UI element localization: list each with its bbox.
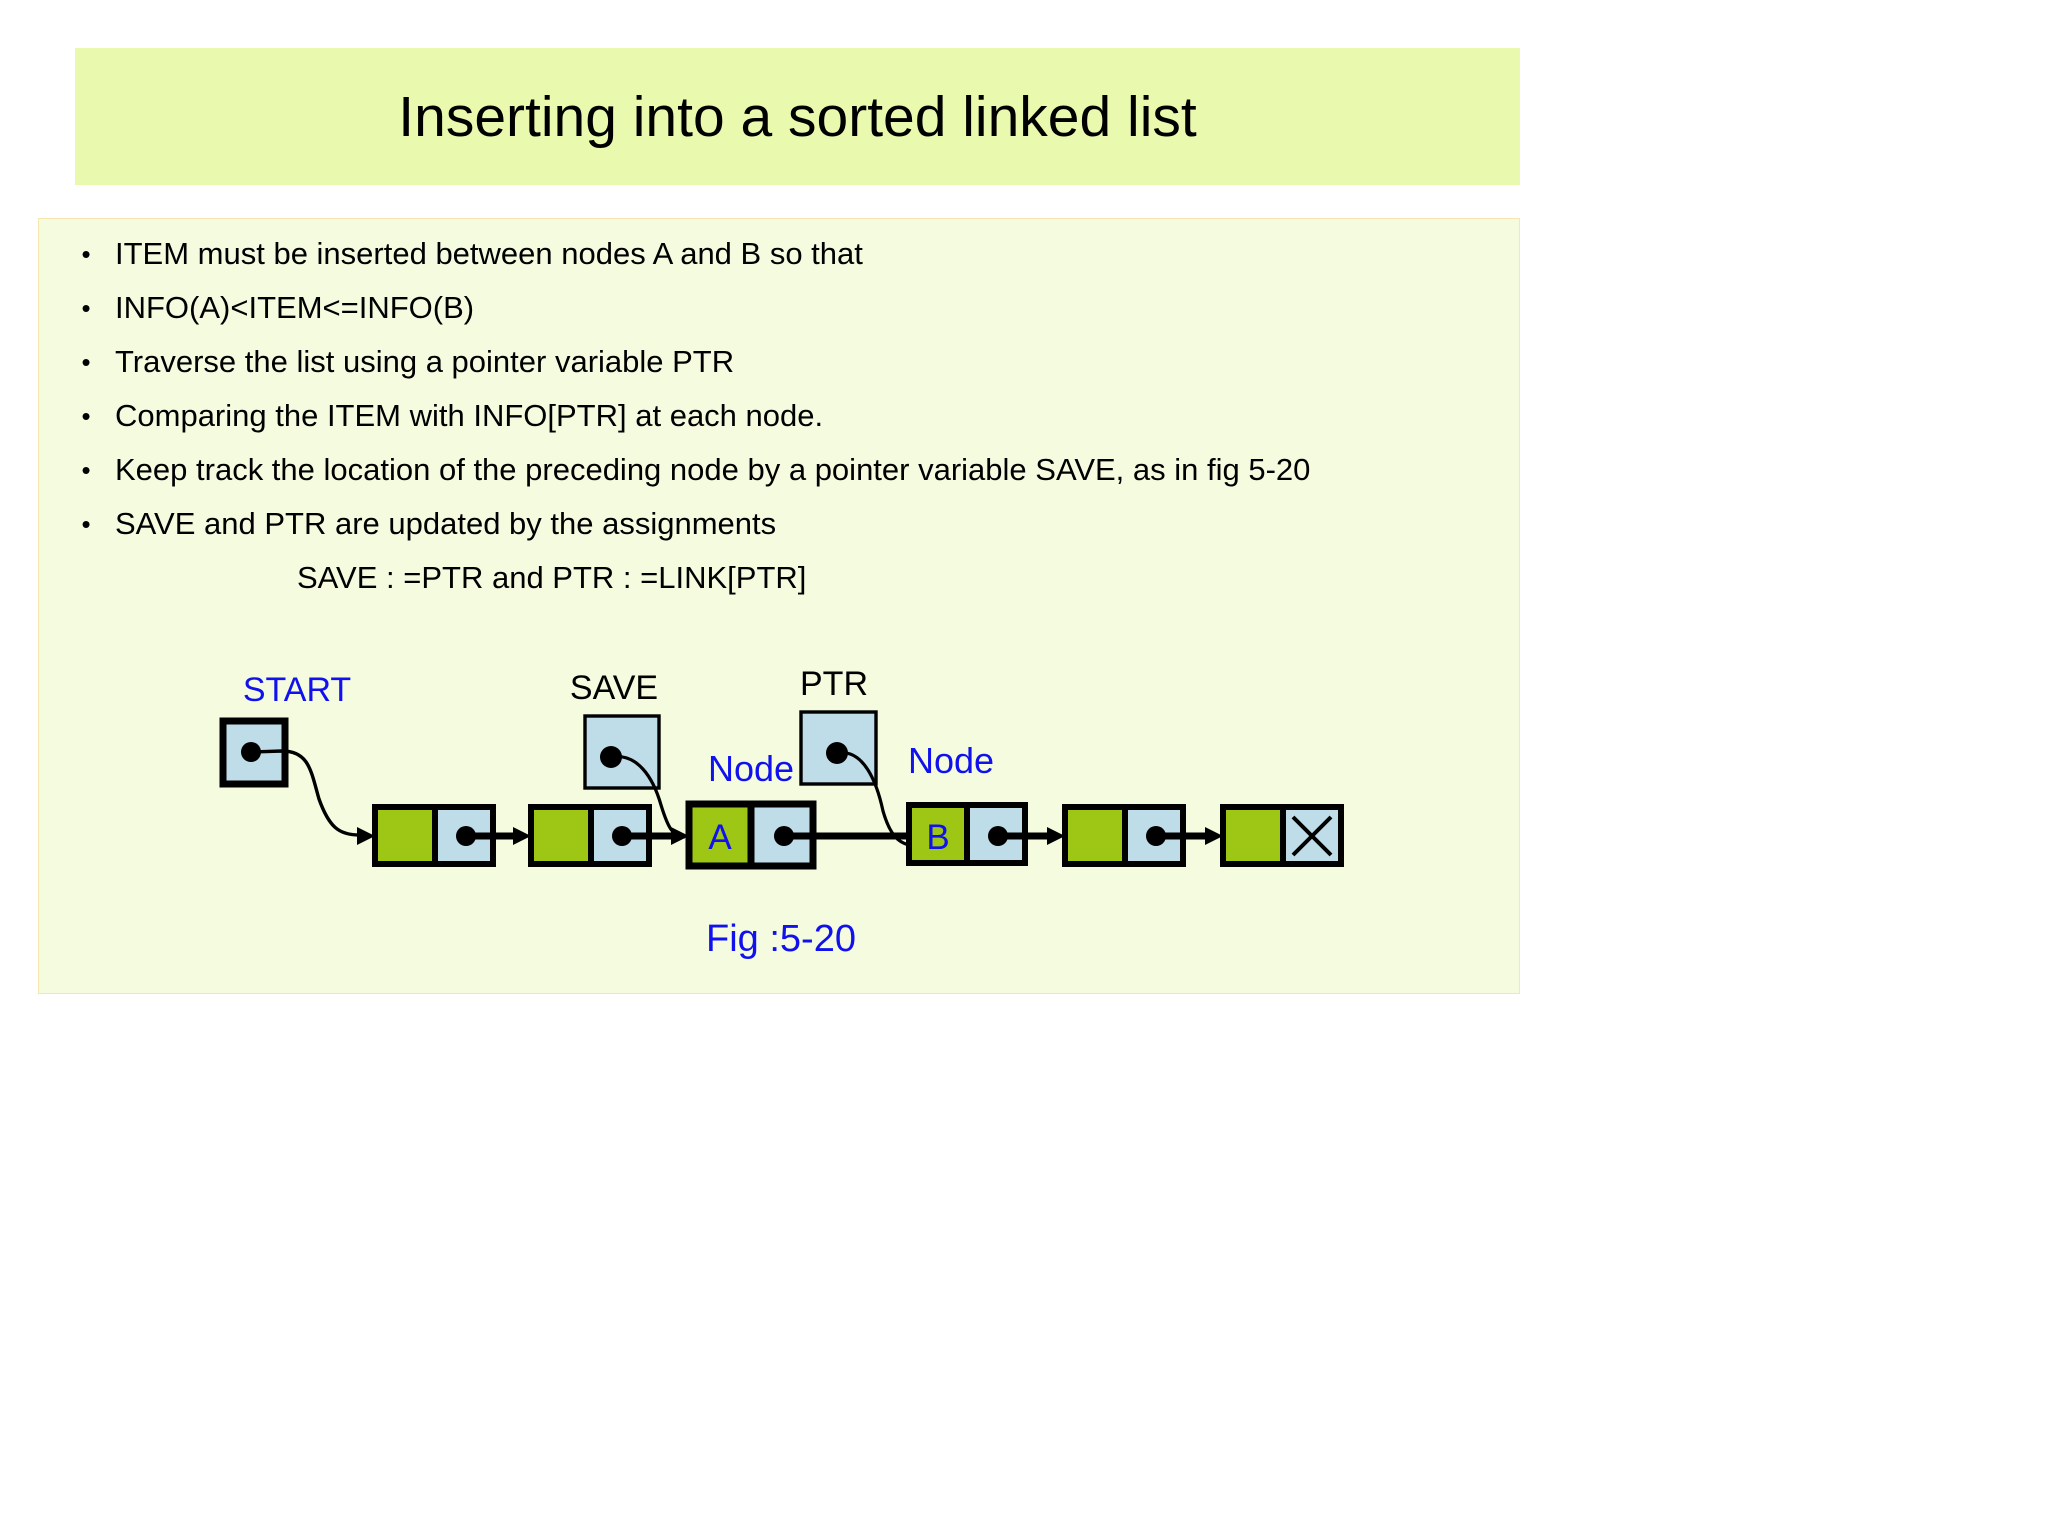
list-node-b: B: [906, 802, 1065, 866]
bullet-text: Comparing the ITEM with INFO[PTR] at eac…: [115, 398, 824, 433]
slide-content-panel: • ITEM must be inserted between nodes A …: [38, 218, 1520, 994]
arrow-head-icon: [513, 827, 531, 845]
bullet-text: INFO(A)<ITEM<=INFO(B): [115, 290, 475, 325]
start-label: START: [243, 671, 351, 709]
list-node-a: A: [685, 800, 929, 870]
node-a-value: A: [708, 818, 732, 857]
bullet-marker-icon: •: [81, 509, 91, 539]
node-b-value: B: [926, 818, 949, 857]
bullet-list: • ITEM must be inserted between nodes A …: [57, 235, 1507, 597]
bullet-marker-icon: •: [81, 347, 91, 377]
bullet-marker-icon: •: [81, 239, 91, 269]
list-item: • Traverse the list using a pointer vari…: [57, 343, 1507, 381]
arrow-head-icon: [671, 827, 689, 845]
slide-title-banner: Inserting into a sorted linked list: [75, 48, 1520, 185]
bullet-text: Keep track the location of the preceding…: [115, 452, 1311, 487]
arrow-head-icon: [357, 827, 375, 845]
node-b-caption: Node: [908, 740, 994, 781]
list-item: • SAVE and PTR are updated by the assign…: [57, 505, 1507, 543]
arrow-head-icon: [1205, 827, 1223, 845]
list-item: • Comparing the ITEM with INFO[PTR] at e…: [57, 397, 1507, 435]
ptr-label: PTR: [800, 665, 868, 703]
node-a-caption: Node: [708, 748, 794, 789]
bullet-marker-icon: •: [81, 401, 91, 431]
node-info-cell: [528, 804, 594, 867]
ptr-pointer-dot-icon: [826, 742, 848, 764]
bullet-marker-icon: •: [81, 455, 91, 485]
save-pointer-dot-icon: [600, 746, 622, 768]
node-info-cell: [1062, 804, 1128, 867]
node-info-cell: [372, 804, 438, 867]
arrow-head-icon: [1047, 827, 1065, 845]
page-title: Inserting into a sorted linked list: [398, 84, 1197, 149]
linked-list-diagram: START SAVE PTR Node Node: [39, 659, 1521, 995]
list-item: • INFO(A)<ITEM<=INFO(B): [57, 289, 1507, 327]
list-node: [1062, 804, 1223, 867]
bullet-marker-icon: •: [81, 293, 91, 323]
list-node: [372, 804, 531, 867]
list-item: • Keep track the location of the precedi…: [57, 451, 1507, 489]
start-pointer-arrow: [250, 749, 360, 837]
null-link-x-icon: [1291, 815, 1333, 857]
assignment-statement: SAVE : =PTR and PTR : =LINK[PTR]: [297, 560, 807, 595]
bullet-text: ITEM must be inserted between nodes A an…: [115, 236, 863, 271]
node-link-cell: [964, 802, 1028, 866]
list-item: • ITEM must be inserted between nodes A …: [57, 235, 1507, 273]
save-label: SAVE: [570, 669, 658, 707]
list-node-tail: [1220, 804, 1344, 867]
figure-caption: Fig :5-20: [706, 918, 856, 960]
node-info-cell: [1220, 804, 1286, 867]
bullet-text: SAVE and PTR are updated by the assignme…: [115, 506, 777, 541]
bullet-text: Traverse the list using a pointer variab…: [115, 344, 735, 379]
list-node: [528, 804, 689, 867]
